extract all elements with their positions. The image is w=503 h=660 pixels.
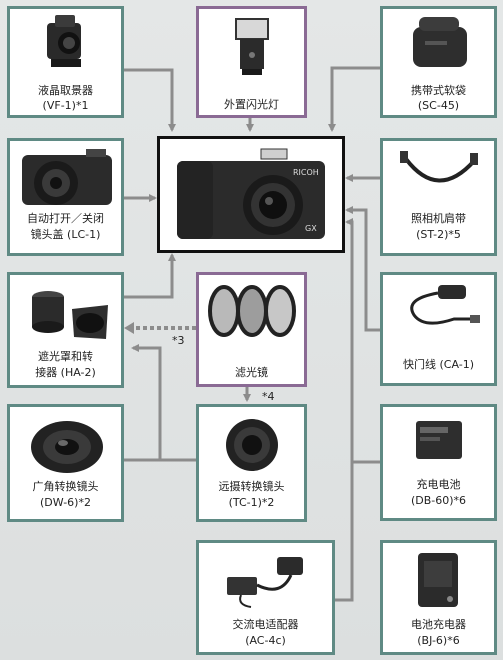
ac-adapter-box[interactable]: 交流电适配器 (AC-4c) [196, 540, 335, 655]
charger-image [383, 547, 494, 613]
neck-strap-image [383, 145, 494, 205]
filters-box[interactable]: 滤光镜 [196, 272, 307, 387]
soft-case-model: (SC-45) [417, 99, 460, 112]
hood-adapter-image [10, 279, 121, 347]
camera-badge: GX [305, 224, 317, 233]
note-4: *4 [262, 390, 275, 403]
neck-strap-box[interactable]: 照相机肩带 (ST-2)*5 [380, 138, 497, 256]
hood-adapter-name: 遮光罩和转 [38, 350, 93, 363]
note-3: *3 [172, 334, 185, 347]
viewfinder-box[interactable]: 液晶取景器 (VF-1)*1 [7, 6, 124, 118]
hood-adapter-model: 接器 (HA-2) [35, 366, 96, 379]
external-flash-box[interactable]: 外置闪光灯 [196, 6, 307, 118]
ac-adapter-model: (AC-4c) [245, 634, 286, 647]
viewfinder-name: 液晶取景器 [38, 84, 93, 97]
neck-strap-name: 照相机肩带 [411, 212, 466, 225]
wide-converter-box[interactable]: 广角转换镜头 (DW-6)*2 [7, 404, 124, 522]
ac-adapter-name: 交流电适配器 [232, 618, 299, 631]
battery-model: (DB-60)*6 [410, 494, 467, 507]
lens-cap-model: 镜头盖 (LC-1) [30, 228, 101, 241]
lens-cap-image [10, 145, 121, 209]
tele-converter-model: (TC-1)*2 [228, 496, 275, 509]
charger-name: 电池充电器 [411, 618, 466, 631]
cable-release-name: 快门线 (CA-1) [402, 358, 474, 371]
soft-case-image [383, 13, 494, 75]
tele-converter-box[interactable]: 远摄转换镜头 (TC-1)*2 [196, 404, 307, 522]
wide-converter-image [10, 411, 121, 477]
filters-image [199, 279, 304, 343]
ac-adapter-image [199, 547, 332, 611]
cable-release-box[interactable]: 快门线 (CA-1) [380, 272, 497, 386]
wide-converter-name: 广角转换镜头 [32, 480, 99, 493]
soft-case-box[interactable]: 携带式软袋 (SC-45) [380, 6, 497, 118]
flash-name: 外置闪光灯 [224, 98, 279, 111]
charger-model: (BJ-6)*6 [417, 634, 460, 647]
flash-image [199, 13, 304, 83]
filters-name: 滤光镜 [235, 366, 268, 379]
battery-name: 充电电池 [416, 478, 461, 491]
wide-converter-model: (DW-6)*2 [40, 496, 91, 509]
neck-strap-model: (ST-2)*5 [416, 228, 461, 241]
viewfinder-image [10, 13, 121, 73]
soft-case-name: 携带式软袋 [411, 84, 466, 97]
camera-box[interactable]: RICOH GX [157, 136, 345, 253]
camera-brand: RICOH [293, 168, 319, 177]
battery-image [383, 411, 494, 471]
tele-converter-image [199, 411, 304, 477]
lens-cap-box[interactable]: 自动打开／关闭 镜头盖 (LC-1) [7, 138, 124, 256]
camera-image: RICOH GX [160, 147, 342, 245]
charger-box[interactable]: 电池充电器 (BJ-6)*6 [380, 540, 497, 655]
viewfinder-model: (VF-1)*1 [42, 99, 89, 112]
lens-cap-name: 自动打开／关闭 [27, 212, 104, 225]
battery-box[interactable]: 充电电池 (DB-60)*6 [380, 404, 497, 521]
cable-release-image [383, 279, 494, 339]
tele-converter-name: 远摄转换镜头 [218, 480, 285, 493]
hood-adapter-box[interactable]: 遮光罩和转 接器 (HA-2) [7, 272, 124, 388]
